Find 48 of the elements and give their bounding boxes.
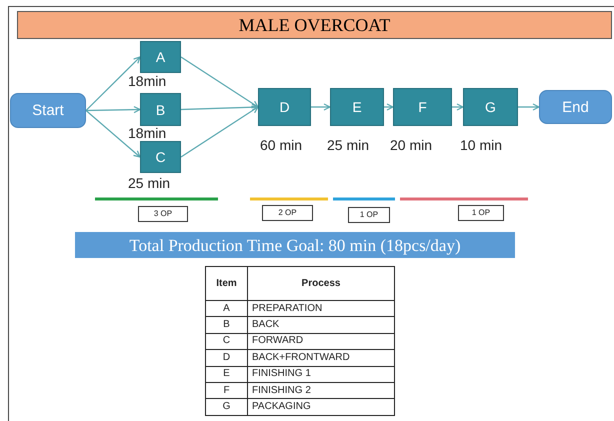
- arrow: [384, 103, 394, 111]
- duration-label: 25 min: [327, 138, 370, 152]
- arrow: [180, 104, 259, 111]
- table-cell: BACK+FRONTWARD: [248, 350, 394, 366]
- table-cell: FINISHING 1: [248, 366, 394, 382]
- table-cell: E: [206, 366, 248, 382]
- table-cell: F: [206, 382, 248, 399]
- operator-count-box: 1 OP: [458, 205, 504, 221]
- arrow: [86, 56, 141, 111]
- duration-label: 25 min: [128, 176, 170, 190]
- table-cell: PACKAGING: [248, 398, 394, 416]
- duration-label: 10 min: [460, 138, 502, 152]
- table-cell: FORWARD: [248, 333, 394, 350]
- terminal-box: End: [539, 90, 612, 124]
- operator-count-box: 1 OP: [348, 207, 390, 223]
- header-cell: Item: [206, 266, 248, 300]
- duration-label: 18min: [128, 126, 166, 140]
- table-cell: BACK: [248, 316, 394, 334]
- process-box: D: [258, 88, 311, 126]
- arrow: [86, 110, 141, 158]
- table-cell: FINISHING 2: [248, 382, 394, 399]
- duration-label: 20 min: [390, 138, 432, 152]
- table-cell: C: [206, 333, 248, 350]
- process-box: F: [393, 88, 452, 126]
- arrow: [518, 103, 540, 111]
- duration-label: 60 min: [260, 138, 302, 152]
- header-cell: Process: [248, 266, 394, 300]
- arrow: [180, 106, 259, 158]
- goal-banner: Total Production Time Goal: 80 min (18pcs/day): [75, 232, 515, 258]
- title-banner: MALE OVERCOAT: [17, 11, 612, 39]
- table-cell: G: [206, 398, 248, 416]
- process-box: C: [140, 141, 181, 173]
- process-box: A: [140, 41, 181, 73]
- table-cell: PREPARATION: [248, 300, 394, 317]
- arrow: [86, 106, 141, 114]
- table-cell: D: [206, 350, 248, 366]
- table-cell: B: [206, 316, 248, 334]
- arrow: [180, 56, 259, 108]
- arrow: [311, 103, 331, 111]
- terminal-box: Start: [10, 93, 86, 128]
- duration-label: 18min: [128, 74, 166, 88]
- operator-count-box: 2 OP: [262, 205, 313, 221]
- process-box: G: [463, 88, 518, 126]
- operator-count-box: 3 OP: [138, 206, 188, 222]
- arrow: [452, 103, 464, 111]
- process-box: B: [140, 93, 181, 126]
- process-box: E: [330, 88, 384, 126]
- table-cell: A: [206, 300, 248, 317]
